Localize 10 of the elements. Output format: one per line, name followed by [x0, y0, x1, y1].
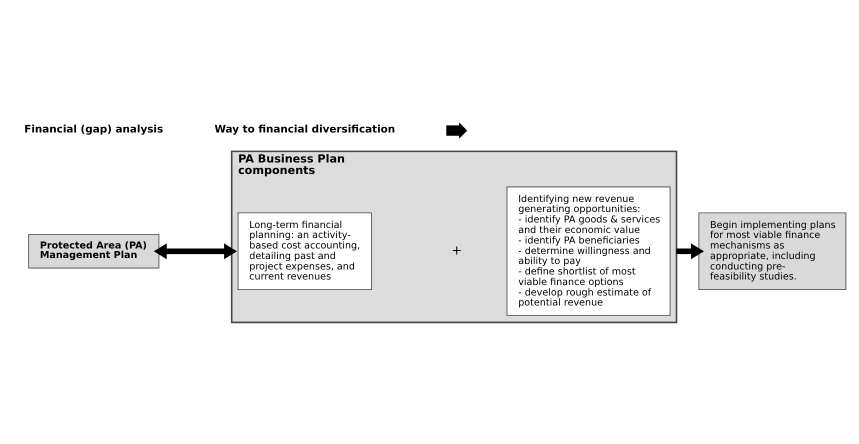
arrow: [154, 242, 238, 259]
label: Way to financial diversification: [214, 123, 396, 135]
node-arrow: [446, 122, 468, 138]
label: +: [451, 242, 462, 258]
node-box: Identifying new revenue generating opportunities: - identify PA goods & services and their economic value - identify PA beneficiaries - determine willingness and ability to pay - define shortlist of most viable finance options - develop rough estimate of potential revenue: [506, 186, 670, 316]
node-box: Protected Area (PA) Management Plan: [28, 234, 160, 268]
arrow: [676, 242, 704, 259]
node-box: Begin implementing plans for most viable finance mechanisms as appropriate, including conducting pre-feasibility studies.: [698, 212, 846, 290]
label: Financial (gap) analysis: [24, 123, 164, 135]
node-box: Long-term financial planning: an activity-based cost accounting, detailing past and project expenses, and current revenues: [238, 212, 372, 290]
